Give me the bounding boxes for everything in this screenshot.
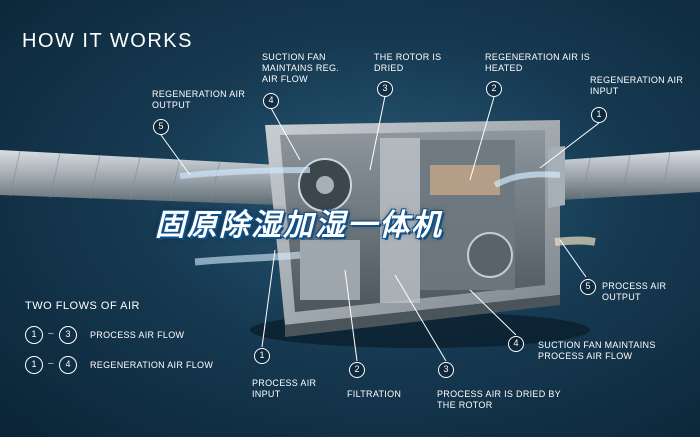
callout-regen-input-label: REGENERATION AIR INPUT: [590, 75, 684, 96]
callout-filtration-badge: 2: [349, 362, 365, 378]
callout-process-output-label: PROCESS AIR OUTPUT: [602, 281, 667, 302]
callout-rotor-dried-label: THE ROTOR IS DRIED: [374, 52, 442, 73]
callout-regen-heated-badge: 2: [486, 81, 502, 97]
callout-suction-fan-process-label: SUCTION FAN MAINTAINS PROCESS AIR FLOW: [538, 340, 656, 361]
callout-regen-heated-label: REGENERATION AIR IS HEATED: [485, 52, 591, 73]
page-title: HOW IT WORKS: [22, 30, 193, 52]
legend-title: TWO FLOWS OF AIR: [25, 300, 140, 312]
product-banner: 固原除湿加湿一体机: [155, 208, 443, 243]
legend-row1-to-badge: 3: [59, 326, 77, 344]
callout-process-input-badge: 1: [254, 348, 270, 364]
air-flow-arrows: [179, 167, 596, 266]
right-duct: [560, 150, 700, 200]
legend-row1-dash: –: [48, 328, 54, 339]
machine-body: [265, 120, 565, 337]
callout-regen-input-badge: 1: [591, 107, 607, 123]
callout-process-dried-label: PROCESS AIR IS DRIED BY THE ROTOR: [437, 389, 561, 410]
callout-regen-output-badge: 5: [153, 119, 169, 135]
legend-row2-dash: –: [48, 358, 54, 369]
legend-row2-from-badge: 1: [25, 356, 43, 374]
callout-suction-fan-reg-label: SUCTION FAN MAINTAINS REG. AIR FLOW: [262, 52, 340, 84]
legend-row1-from-badge: 1: [25, 326, 43, 344]
callout-suction-fan-process-badge: 4: [508, 336, 524, 352]
callout-process-dried-badge: 3: [438, 362, 454, 378]
callout-filtration-label: FILTRATION: [347, 389, 402, 399]
legend-row2-to-badge: 4: [59, 356, 77, 374]
left-duct: [0, 150, 280, 205]
leader-lines: [160, 95, 600, 362]
legend-row2-label: REGENERATION AIR FLOW: [90, 360, 214, 370]
callout-process-output-badge: 5: [580, 279, 596, 295]
callout-regen-output-label: REGENERATION AIR OUTPUT: [152, 89, 246, 110]
callout-rotor-dried-badge: 3: [377, 81, 393, 97]
legend-row1-label: PROCESS AIR FLOW: [90, 330, 185, 340]
callout-process-input-label: PROCESS AIR INPUT: [252, 378, 317, 399]
callout-suction-fan-reg-badge: 4: [263, 93, 279, 109]
